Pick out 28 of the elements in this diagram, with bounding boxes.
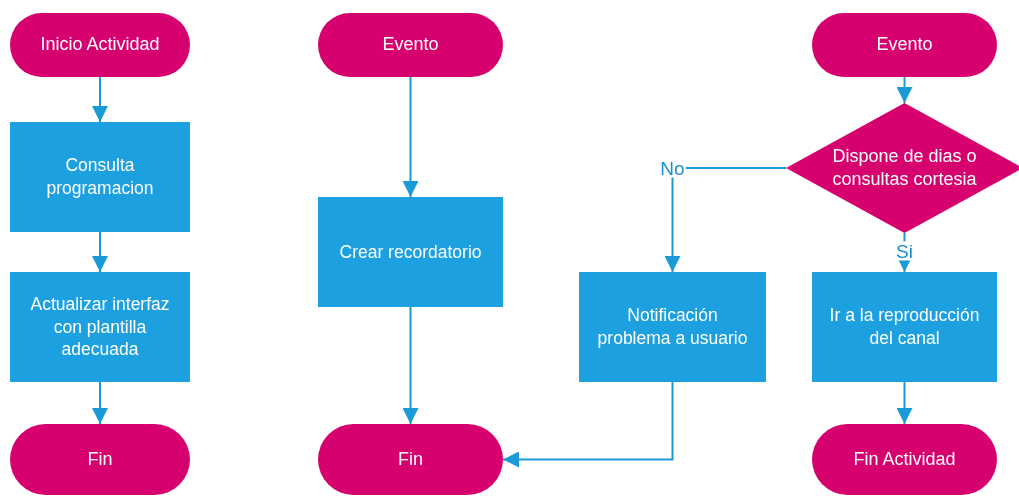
node-label: Evento	[381, 33, 440, 57]
node-label: Crear recordatorio	[338, 240, 483, 264]
process-box	[318, 197, 503, 307]
node-label: Dispone de dias o consultas cortesia	[831, 144, 978, 191]
node-label: Fin Actividad	[852, 447, 957, 471]
node-label: Ir a la reproducción del canal	[828, 304, 981, 350]
node-label: Consulta programacion	[45, 154, 155, 200]
edge-label: Si	[895, 241, 914, 261]
decision-diamond	[786, 103, 1019, 233]
arrow	[402, 76, 419, 198]
node-label: Notificación problema a usuario	[596, 304, 749, 350]
arrow	[92, 381, 108, 425]
arrow	[502, 381, 674, 468]
process-box	[10, 272, 190, 382]
arrow	[896, 76, 913, 104]
arrow	[402, 306, 419, 425]
arrow	[92, 76, 108, 123]
node-label: Actualizar interfaz con plantilla adecuada	[29, 292, 171, 362]
process-box	[10, 122, 190, 232]
node-label: Evento	[875, 33, 934, 57]
arrow	[896, 381, 913, 425]
node-label: Fin	[397, 447, 424, 471]
process-box	[579, 272, 766, 382]
arrow	[92, 231, 108, 273]
process-box	[812, 272, 997, 382]
node-label: Inicio Actividad	[39, 33, 161, 57]
node-label: Fin	[86, 447, 114, 471]
arrow	[664, 167, 787, 273]
